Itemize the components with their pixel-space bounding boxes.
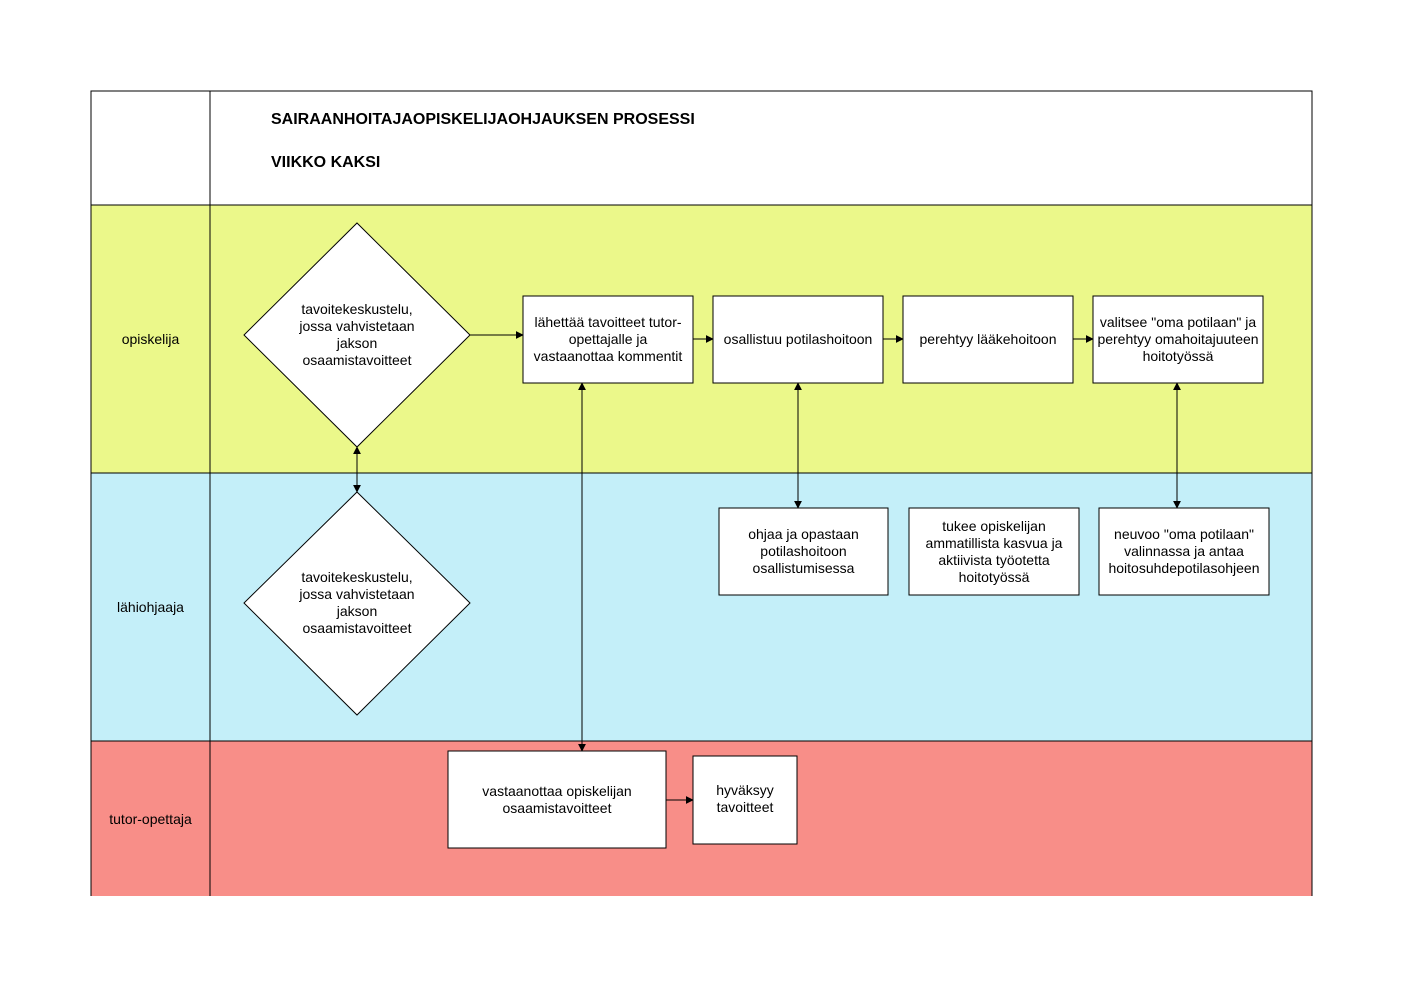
diagram-subtitle: VIIKKO KAKSI [271, 154, 381, 171]
node-diamond-student: tavoitekeskustelu, jossa vahvistetaan ja… [299, 301, 415, 368]
node-advise-own-patient: neuvoo "oma potilaan" valinnassa ja anta… [1108, 526, 1260, 576]
diamond-supervisor-shape [243, 491, 471, 716]
box-support-growth [908, 507, 1080, 596]
node-diamond-supervisor: tavoitekeskustelu, jossa vahvistetaan ja… [299, 569, 415, 636]
box-send-goals [522, 295, 694, 384]
node-send-goals: lähettää tavoitteet tutor-opettajalle ja… [533, 314, 683, 364]
node-own-patient: valitsee "oma potilaan" ja perehtyy omah… [1097, 314, 1259, 364]
node-receive-goals: vastaanottaa opiskelijan osaamistavoitte… [482, 783, 632, 816]
node-patient-care: osallistuu potilashoitoon [723, 331, 873, 347]
lane-label-tutor: tutor-opettaja [109, 810, 192, 827]
header-area [90, 90, 1313, 206]
box-medication [902, 295, 1074, 384]
lane-label-lahiohjaaja: lähiohjaaja [117, 599, 184, 615]
box-approve-goals [692, 755, 798, 845]
box-own-patient [1092, 295, 1264, 384]
box-advise-own-patient [1098, 507, 1270, 596]
node-support-growth: tukee opiskelijan ammatillista kasvua ja… [925, 517, 1063, 585]
diamond-student-shape [243, 222, 471, 448]
node-guide-patient-care: ohjaa ja opastaan potilashoitoon osallis… [748, 526, 859, 576]
box-patient-care [712, 295, 884, 384]
diagram-title: SAIRAANHOITAJAOPISKELIJAOHJAUKSEN PROSES… [271, 111, 695, 128]
box-receive-goals [447, 750, 667, 849]
node-approve-goals: hyväksyy tavoitteet [716, 782, 774, 815]
lane-label-opiskelija: opiskelija [121, 331, 180, 347]
box-guide-patient-care [718, 507, 889, 596]
node-medication: perehtyy lääkehoitoon [919, 331, 1057, 347]
